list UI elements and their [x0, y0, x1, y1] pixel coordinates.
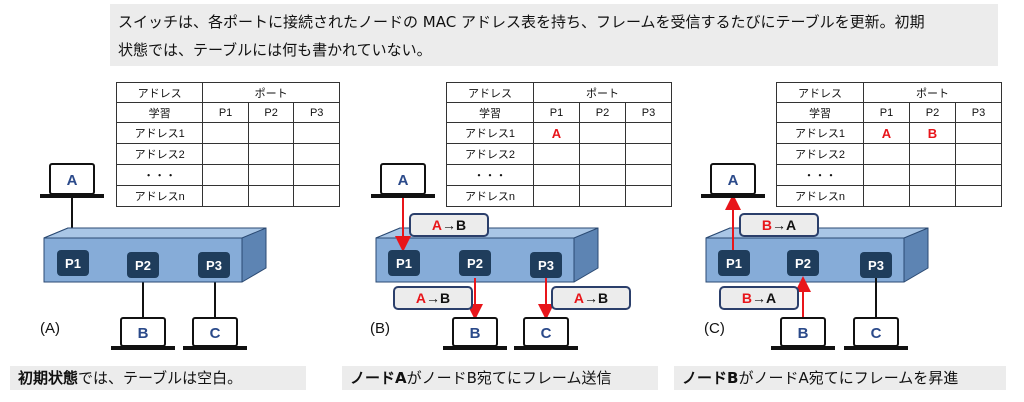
svg-text:P2: P2	[795, 256, 811, 271]
svg-text:A: A	[67, 172, 78, 189]
row-label: アドレス1	[776, 122, 864, 144]
frame-label: A→B	[551, 286, 631, 310]
svg-text:C: C	[871, 325, 882, 342]
row-label: アドレスn	[115, 185, 204, 207]
panel-a: アドレス ポート 学習 P1 P2 P3 アドレス1 アドレス2 ・・・ アドレ…	[0, 0, 340, 402]
laptop-b-icon: B	[443, 317, 507, 350]
port-p2: P2	[459, 250, 491, 276]
mac-table-b: アドレス ポート 学習 P1 P2 P3 アドレス1 A アドレス2 ・・・ ア…	[446, 82, 672, 207]
network-diagram-c: P1 P2 P3 B→A B→A A B C	[701, 163, 929, 350]
row-label: アドレス1	[446, 122, 534, 144]
svg-text:C: C	[541, 325, 552, 342]
port-p1: P1	[57, 250, 89, 276]
frame-label: A→B	[393, 286, 473, 310]
header-address: アドレス	[776, 82, 864, 103]
panel-c: アドレス ポート 学習 P1 P2 P3 アドレス1 A B アドレス2 ・・・…	[668, 0, 1008, 402]
svg-text:B: B	[470, 325, 481, 342]
caption-bold: ノードB	[682, 369, 739, 387]
header-address: アドレス	[446, 82, 534, 103]
row-label: アドレス1	[115, 122, 204, 144]
panel-label-c: (C)	[704, 320, 725, 337]
frame-label: A→B	[409, 213, 489, 237]
caption-rest: では、テーブルは空白。	[78, 369, 243, 387]
mac-table-a: アドレス ポート 学習 P1 P2 P3 アドレス1 アドレス2 ・・・ アドレ…	[115, 82, 340, 207]
svg-text:B: B	[798, 325, 809, 342]
laptop-a-icon: A	[701, 163, 765, 198]
svg-text:C: C	[210, 325, 221, 342]
svg-text:P1: P1	[726, 256, 742, 271]
caption-c: ノードBがノードA宛てにフレームを昇進	[674, 366, 1006, 390]
port-p1: P1	[388, 250, 420, 276]
frame-label: B→A	[719, 286, 799, 310]
svg-text:A→B: A→B	[416, 290, 450, 306]
svg-text:P3: P3	[206, 258, 222, 273]
panel-label-a: (A)	[40, 320, 60, 337]
laptop-a-icon: A	[40, 163, 104, 198]
row-label: アドレス2	[115, 143, 204, 165]
svg-text:P3: P3	[538, 258, 554, 273]
port-p3: P3	[198, 252, 230, 278]
row-label: アドレスn	[776, 185, 864, 207]
mac-table-c: アドレス ポート 学習 P1 P2 P3 アドレス1 A B アドレス2 ・・・…	[776, 82, 1002, 207]
laptop-b-icon: B	[771, 317, 835, 350]
port-col-p2: P2	[247, 102, 295, 123]
row-label: ・・・	[115, 164, 204, 186]
intro-line-2: 状態では、テーブルには何も書かれていない。	[118, 41, 432, 59]
row-label: アドレス2	[776, 143, 864, 165]
network-diagram-a: P1 P2 P3 A B C	[40, 163, 267, 350]
svg-text:B: B	[138, 325, 149, 342]
port-p3: P3	[860, 252, 892, 278]
caption-rest: がノードA宛てにフレームを昇進	[738, 369, 959, 387]
port-p3: P3	[530, 252, 562, 278]
caption-rest: がノードB宛てにフレーム送信	[406, 369, 612, 387]
svg-text:B→A: B→A	[762, 217, 796, 233]
panel-b: アドレス ポート 学習 P1 P2 P3 アドレス1 A アドレス2 ・・・ ア…	[336, 0, 676, 402]
svg-text:A: A	[728, 172, 739, 189]
svg-text:A: A	[398, 172, 409, 189]
port-p2: P2	[787, 250, 819, 276]
svg-text:B→A: B→A	[742, 290, 776, 306]
intro-line-1: スイッチは、各ポートに接続されたノードの MAC アドレス表を持ち、フレームを受…	[118, 13, 925, 31]
laptop-a-icon: A	[371, 163, 435, 198]
port-col-p2: P2	[579, 102, 626, 123]
frame-label: B→A	[739, 213, 819, 237]
laptop-b-icon: B	[111, 317, 175, 350]
port-p2: P2	[127, 252, 159, 278]
caption-a: 初期状態では、テーブルは空白。	[10, 366, 306, 390]
port-p1: P1	[718, 250, 750, 276]
network-diagram-b: P1 P2 P3 A→B A→B A→B A B C	[371, 163, 631, 350]
svg-text:A→B: A→B	[574, 290, 608, 306]
laptop-c-icon: C	[183, 317, 247, 350]
port-col-p3: P3	[625, 102, 672, 123]
svg-text:P3: P3	[868, 258, 884, 273]
svg-text:P1: P1	[65, 256, 81, 271]
svg-text:P2: P2	[467, 256, 483, 271]
caption-bold: 初期状態	[18, 369, 79, 387]
panel-label-b: (B)	[370, 320, 390, 337]
laptop-c-icon: C	[844, 317, 908, 350]
laptop-c-icon: C	[514, 317, 578, 350]
header-address: アドレス	[115, 82, 204, 103]
svg-text:A→B: A→B	[432, 217, 466, 233]
caption-bold: ノードA	[350, 369, 407, 387]
svg-text:P1: P1	[396, 256, 412, 271]
intro-text-box: スイッチは、各ポートに接続されたノードの MAC アドレス表を持ち、フレームを受…	[110, 4, 998, 66]
svg-text:P2: P2	[135, 258, 151, 273]
caption-b: ノードAがノードB宛てにフレーム送信	[342, 366, 658, 390]
